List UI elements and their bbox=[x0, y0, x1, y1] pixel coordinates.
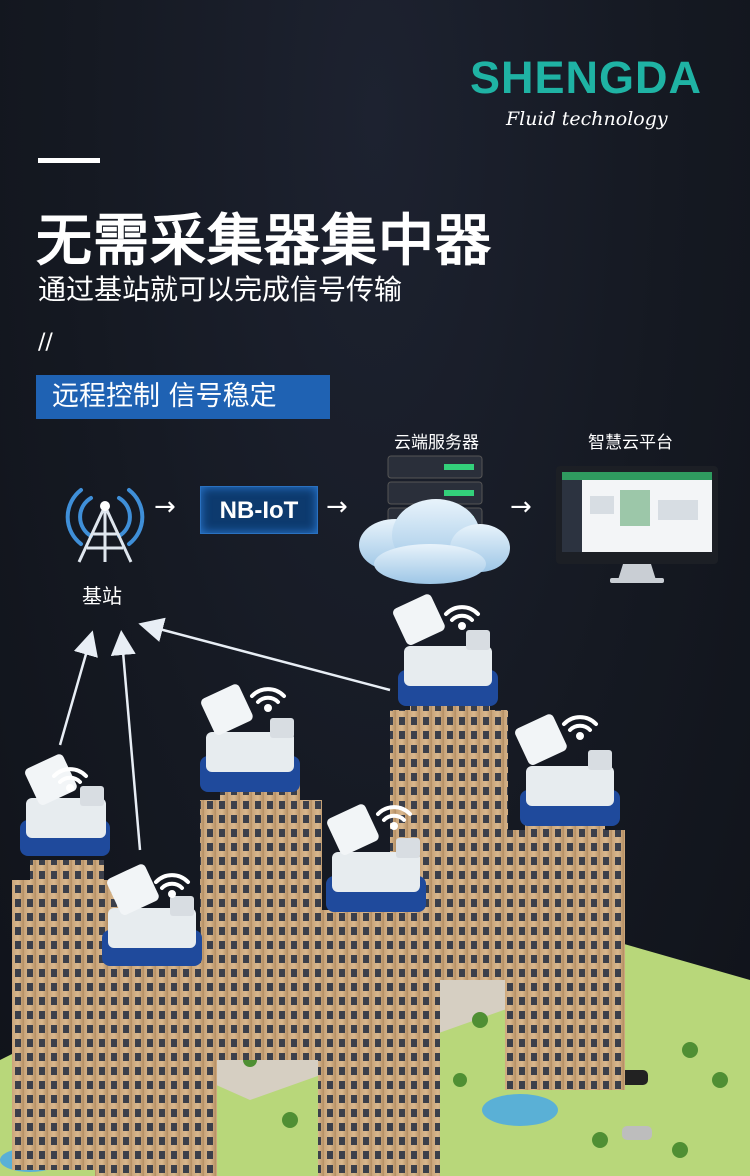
water-meter-icon bbox=[20, 754, 110, 856]
building-3 bbox=[200, 780, 322, 1060]
flow-arrow: → bbox=[154, 492, 176, 522]
wifi-icon bbox=[52, 605, 598, 898]
car-2 bbox=[622, 1126, 652, 1140]
flow-arrow: → bbox=[326, 492, 348, 522]
water-meter-icon bbox=[515, 714, 620, 826]
slash-divider: // bbox=[38, 330, 53, 355]
building-4 bbox=[318, 890, 440, 1176]
nbiot-badge: NB-IoT bbox=[200, 486, 318, 534]
brand-tagline: Fluid technology bbox=[506, 108, 668, 130]
server-label: 云端服务器 bbox=[394, 433, 479, 453]
water-meter-icon bbox=[102, 864, 202, 966]
flow-arrow: → bbox=[510, 492, 532, 522]
building-5 bbox=[390, 690, 508, 980]
platform-label: 智慧云平台 bbox=[588, 433, 673, 453]
antenna-tower-icon bbox=[65, 488, 145, 563]
building-2 bbox=[95, 930, 217, 1176]
water-meter-icon bbox=[326, 804, 426, 912]
signal-arrow bbox=[110, 630, 142, 851]
monitor-icon bbox=[556, 466, 718, 583]
server-cloud-icon bbox=[359, 455, 510, 584]
brand-name: SHENGDA bbox=[470, 52, 703, 103]
water-meter-icon bbox=[200, 684, 300, 792]
pond bbox=[482, 1094, 558, 1126]
brand-logo: SHENGDA Fluid technology bbox=[470, 52, 720, 130]
building-6 bbox=[505, 810, 625, 1090]
headline: 无需采集器集中器 bbox=[36, 209, 492, 274]
base-station-label: 基站 bbox=[82, 584, 122, 608]
accent-bar bbox=[38, 158, 100, 163]
subheadline: 通过基站就可以完成信号传输 bbox=[38, 273, 403, 306]
water-meter-icon bbox=[393, 594, 498, 706]
signal-arrow bbox=[58, 630, 98, 746]
signal-arrow bbox=[138, 617, 391, 692]
feature-tag: 远程控制 信号稳定 bbox=[36, 375, 330, 419]
